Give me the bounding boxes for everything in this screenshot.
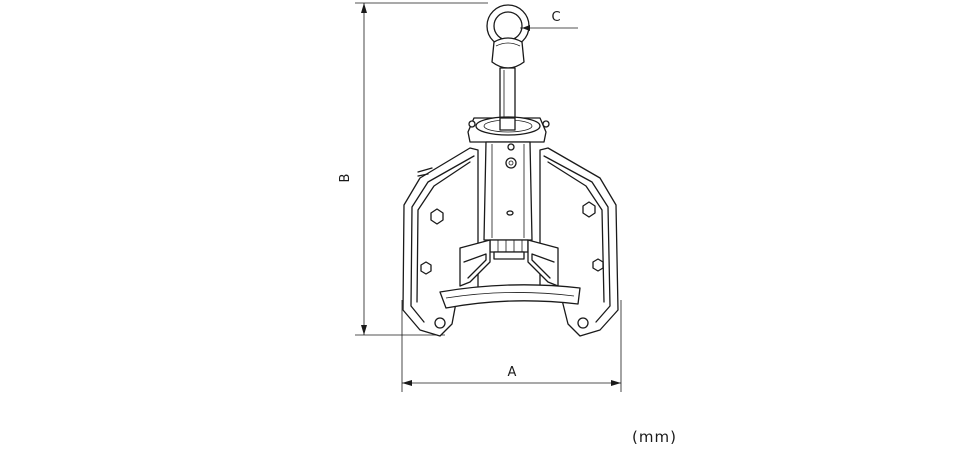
unit-label: (mm) <box>632 428 677 446</box>
dimension-b: B <box>338 2 488 336</box>
dimension-a-label: A <box>508 365 517 380</box>
dimension-a: A <box>401 300 622 392</box>
right-arm <box>539 147 619 337</box>
dimension-b-label: B <box>338 174 353 183</box>
left-arm <box>402 147 479 337</box>
center-body <box>467 116 550 260</box>
dimension-c-label: C <box>551 10 560 25</box>
dimension-c: C <box>520 10 578 31</box>
jaw-assembly <box>439 239 581 309</box>
eye-bolt <box>486 4 530 131</box>
